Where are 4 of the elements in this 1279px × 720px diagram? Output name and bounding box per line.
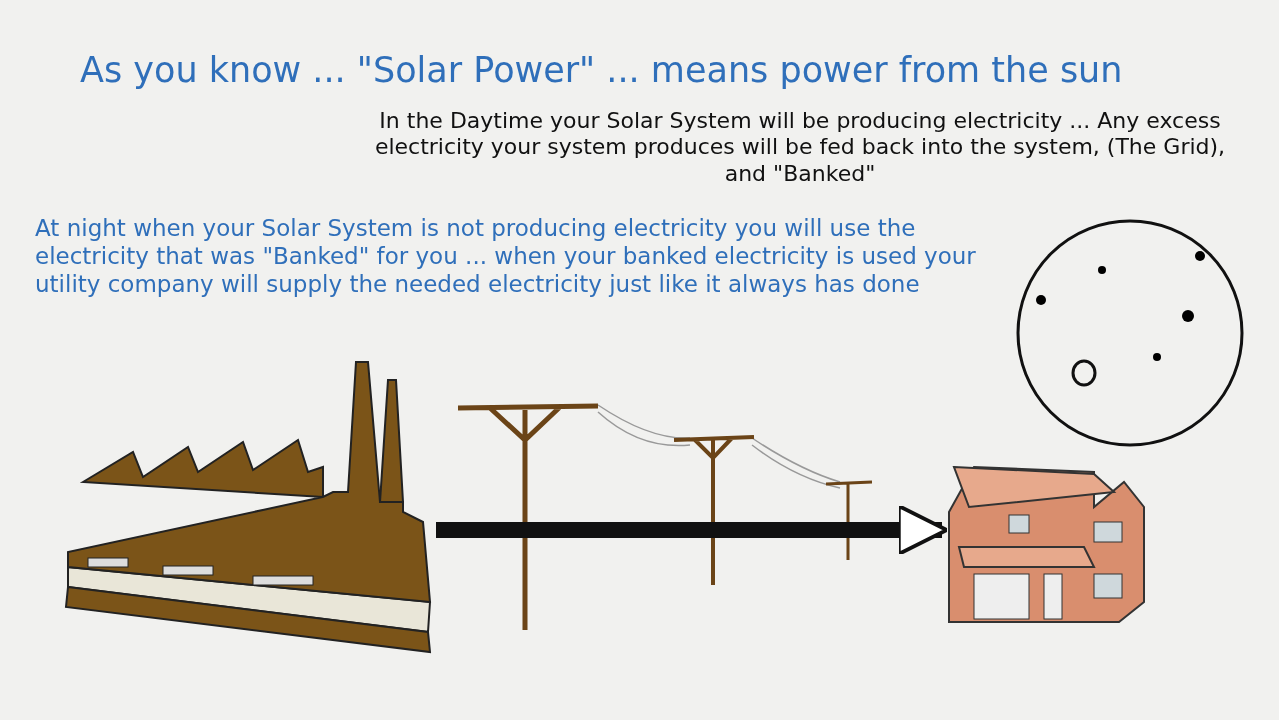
daytime-paragraph: In the Daytime your Solar System will be producing electricity ... Any excess electricity your system produces will be fed back into the system, (The Grid), and "Banked" bbox=[373, 108, 1227, 188]
night-paragraph: At night when your Solar System is not producing electricity you will use the electricity that was "Banked" for you ... when your banked electricity is used your utility company will supply the needed electricity just like it always has done bbox=[35, 214, 977, 299]
title: As you know ... "Solar Power" ... means power from the sun bbox=[80, 50, 1124, 90]
arrow bbox=[436, 504, 949, 556]
